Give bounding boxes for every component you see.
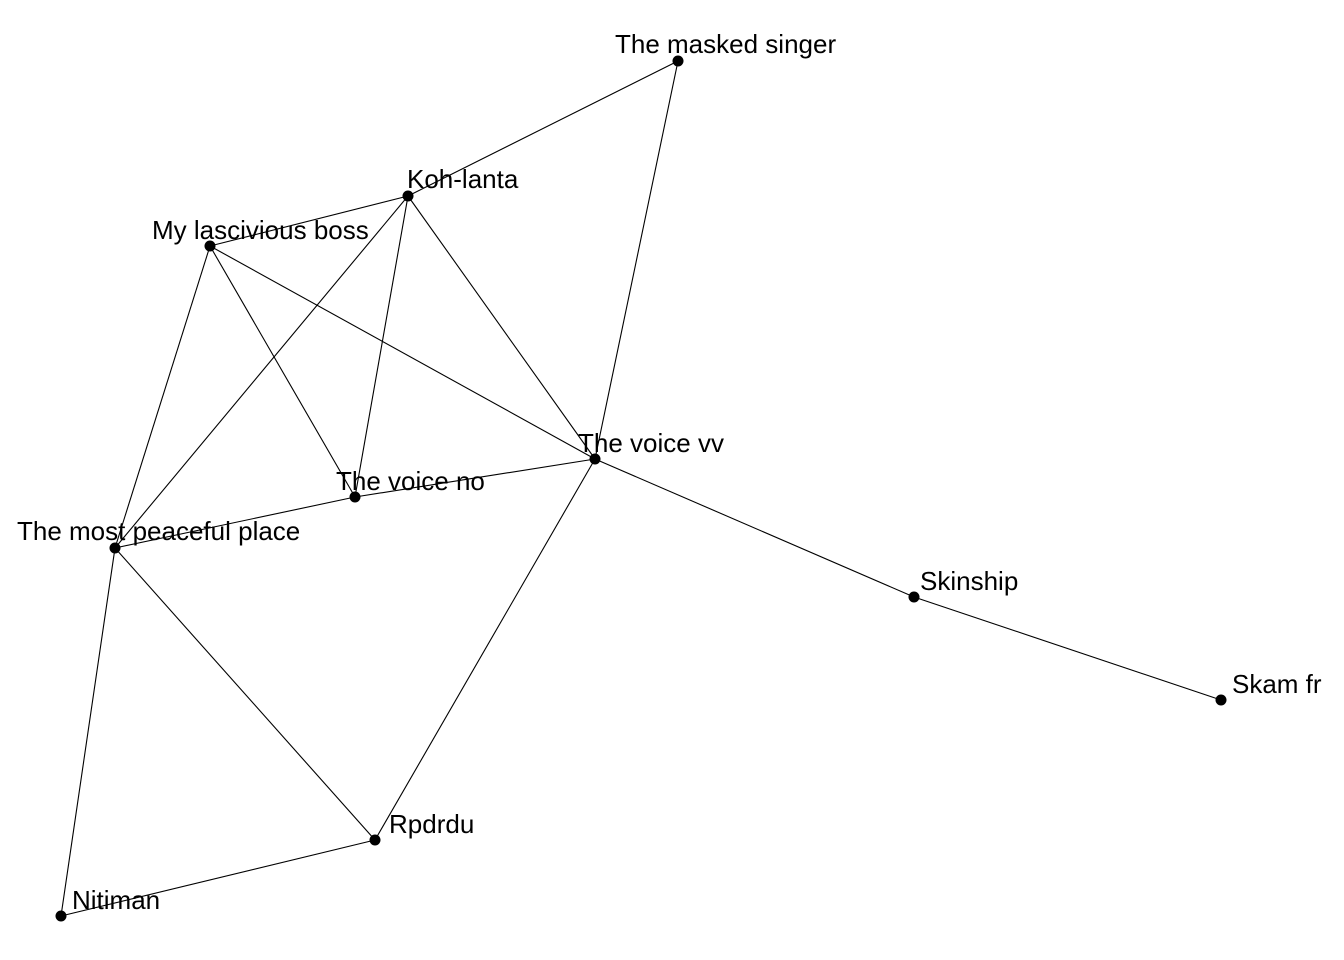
edge-koh-voicevv <box>407 195 596 460</box>
node-label-masked: The masked singer <box>615 29 836 59</box>
node-masked: The masked singer <box>615 29 836 67</box>
edge-boss-voicevv <box>209 245 596 460</box>
edge-koh-peaceful <box>114 195 409 549</box>
node-skam: Skam fr <box>1215 669 1322 706</box>
node-dot-skinship <box>908 591 920 603</box>
edge-boss-voiceno <box>209 245 356 498</box>
node-koh: Koh-lanta <box>402 164 519 202</box>
edge-peaceful-rpdrdu <box>114 547 376 841</box>
node-dot-voiceno <box>349 491 361 503</box>
edge-rpdrdu-nitiman <box>60 839 376 917</box>
edge-peaceful-nitiman <box>60 547 116 917</box>
edge-masked-koh <box>407 60 679 197</box>
node-dot-koh <box>402 190 414 202</box>
node-label-voicevv: The voice vv <box>578 428 724 458</box>
node-dot-rpdrdu <box>369 834 381 846</box>
node-label-skinship: Skinship <box>920 566 1018 596</box>
edge-boss-peaceful <box>114 245 211 549</box>
node-voiceno: The voice no <box>336 466 485 503</box>
node-dot-masked <box>672 55 684 67</box>
node-label-boss: My lascivious boss <box>152 215 369 245</box>
edge-masked-voicevv <box>594 60 679 460</box>
node-dot-peaceful <box>109 542 121 554</box>
node-label-voiceno: The voice no <box>336 466 485 496</box>
node-dot-skam <box>1215 694 1227 706</box>
node-rpdrdu: Rpdrdu <box>369 809 474 846</box>
node-nitiman: Nitiman <box>55 885 160 922</box>
node-dot-nitiman <box>55 910 67 922</box>
edge-voicevv-skinship <box>594 458 915 598</box>
node-dot-boss <box>204 240 216 252</box>
node-label-rpdrdu: Rpdrdu <box>389 809 474 839</box>
edge-voiceno-peaceful <box>114 496 356 549</box>
node-voicevv: The voice vv <box>578 428 724 465</box>
edge-layer <box>60 60 1222 917</box>
node-label-skam: Skam fr <box>1232 669 1322 699</box>
edge-koh-boss <box>209 195 409 247</box>
edge-voicevv-voiceno <box>354 458 596 498</box>
edge-koh-voiceno <box>354 195 409 498</box>
node-boss: My lascivious boss <box>152 215 369 252</box>
edge-voicevv-rpdrdu <box>374 458 596 841</box>
node-label-peaceful: The most peaceful place <box>17 516 300 546</box>
node-skinship: Skinship <box>908 566 1018 603</box>
node-label-nitiman: Nitiman <box>72 885 160 915</box>
node-dot-voicevv <box>589 453 601 465</box>
edge-skinship-skam <box>913 596 1222 701</box>
node-peaceful: The most peaceful place <box>17 516 300 554</box>
node-label-koh: Koh-lanta <box>407 164 519 194</box>
